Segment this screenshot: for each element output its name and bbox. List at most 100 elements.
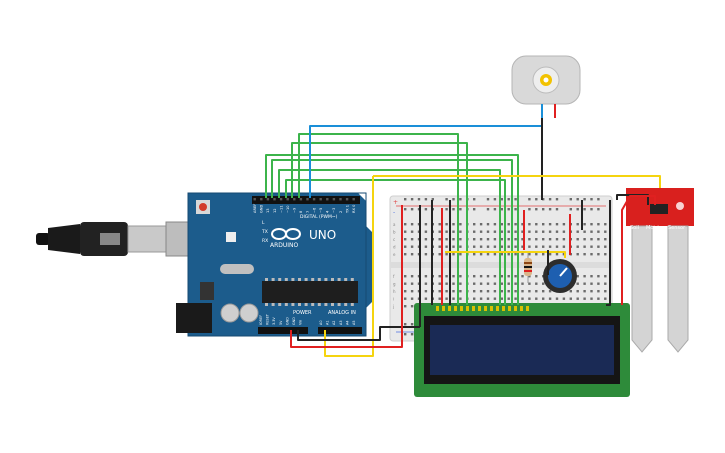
arduino-logo-icon (271, 228, 301, 240)
lcd-screen (430, 325, 614, 375)
digital-pin[interactable] (273, 198, 276, 201)
digital-pin[interactable] (352, 198, 355, 201)
wire[interactable] (265, 154, 519, 305)
analog-label: ANALOG IN (328, 310, 356, 316)
wire[interactable] (309, 104, 543, 198)
digital-pin-label: 13 (266, 208, 270, 213)
digital-header[interactable] (252, 196, 360, 204)
resistor[interactable] (524, 252, 532, 283)
digital-pin[interactable] (260, 198, 263, 201)
rx-label: RX (262, 238, 268, 244)
wire[interactable] (373, 175, 661, 188)
breadboard-row-label: h (393, 289, 396, 294)
sensor-label-soil: Soil (630, 225, 639, 231)
digital-pin-label: 4 (326, 210, 330, 213)
wire[interactable] (298, 133, 459, 305)
breadboard-row-label: c (393, 237, 395, 242)
crystal (220, 264, 254, 274)
wires (265, 104, 661, 357)
wire[interactable] (271, 159, 513, 305)
analog-pin-label: A1 (326, 321, 330, 325)
analog-pin-label: A5 (352, 321, 356, 325)
digital-pin-label: GND (260, 205, 264, 213)
capacitor-2 (239, 303, 259, 323)
power-header[interactable] (258, 327, 308, 334)
wire[interactable] (445, 251, 566, 258)
potentiometer[interactable] (543, 259, 577, 293)
digital-pin[interactable] (299, 198, 303, 201)
tx-label: TX (261, 229, 268, 235)
rail-minus-label: - (393, 209, 395, 216)
board-model: UNO (309, 228, 336, 242)
power-pin-label: 5V (279, 320, 283, 325)
digital-pin[interactable] (345, 198, 349, 201)
power-pin-label: GND (285, 317, 289, 325)
power-pin-label: 3.3V (272, 317, 276, 325)
digital-pin[interactable] (339, 198, 342, 201)
digital-pin-label: ~3 (332, 208, 336, 213)
digital-pin-label: ~6 (312, 207, 316, 213)
analog-header[interactable] (318, 327, 362, 334)
usb-cable[interactable] (36, 221, 193, 257)
breadboard-row-label: d (393, 245, 396, 250)
l-label: L (262, 220, 265, 226)
analog-pin-label: A2 (332, 321, 336, 325)
power-pin-label: GND (292, 317, 296, 325)
dc-motor[interactable] (511, 55, 581, 105)
wire[interactable] (324, 176, 374, 357)
sensor-label-moisture: Moisture (646, 225, 668, 231)
wire[interactable] (297, 326, 420, 341)
atmega-chip (262, 281, 358, 303)
soil-moisture-sensor[interactable]: Soil Moisture Sensor (626, 188, 694, 353)
power-pin-label: IOREF (259, 315, 263, 325)
wire[interactable] (285, 179, 506, 305)
wire[interactable] (606, 200, 611, 306)
digital-pin-label: AREF (253, 204, 257, 213)
digital-pin-label: ~10 (286, 205, 290, 213)
digital-pin[interactable] (332, 198, 336, 201)
wire[interactable] (278, 169, 501, 305)
voltage-regulator (200, 282, 214, 300)
digital-pin-label: 7 (306, 211, 310, 213)
sensor-label-sensor: Sensor (668, 225, 686, 231)
digital-label: DIGITAL (PWM~) (300, 214, 338, 220)
digital-pin[interactable] (319, 198, 322, 201)
breadboard-row-label: e (393, 252, 396, 257)
small-chip (226, 232, 236, 242)
digital-pin-label: RX 0 (352, 204, 356, 213)
digital-pin-label: TX 1 (345, 205, 349, 214)
wire[interactable] (291, 142, 468, 305)
wire[interactable] (290, 205, 403, 348)
power-pin-label: Vin (299, 320, 303, 325)
power-jack (176, 303, 212, 333)
lcd-16x2[interactable] (414, 303, 630, 397)
breadboard-row-label: a (393, 222, 396, 227)
digital-pin-label: ~5 (319, 208, 323, 213)
analog-pin-label: A3 (339, 321, 343, 325)
breadboard-row-label: j (392, 304, 394, 309)
wire[interactable] (621, 195, 656, 305)
power-label: POWER (293, 310, 312, 316)
board-brand: ARDUINO (270, 242, 299, 249)
power-pin-label: RESET (266, 313, 270, 325)
breadboard-row-label: i (393, 297, 394, 302)
analog-pin-label: A0 (319, 321, 323, 325)
digital-pin[interactable] (312, 198, 316, 201)
breadboard-row-label: g (393, 282, 396, 287)
digital-pin[interactable] (326, 198, 329, 201)
digital-pin[interactable] (306, 198, 309, 201)
digital-pin-label: ~11 (279, 205, 283, 213)
arduino-uno-board[interactable]: UNO ARDUINO DIGITAL (PWM~) POWER ANALOG … (176, 192, 374, 337)
digital-pin-label: 12 (273, 208, 277, 213)
digital-pin[interactable] (266, 198, 270, 201)
digital-pin-label: 8 (299, 210, 303, 213)
digital-pin[interactable] (253, 198, 256, 201)
digital-pin[interactable] (293, 198, 296, 201)
breadboard-row-label: f (393, 274, 395, 279)
rail-plus-label: + (393, 199, 398, 206)
digital-pin[interactable] (279, 198, 283, 201)
breadboard-row-label: b (393, 230, 396, 235)
digital-pin[interactable] (286, 198, 289, 201)
